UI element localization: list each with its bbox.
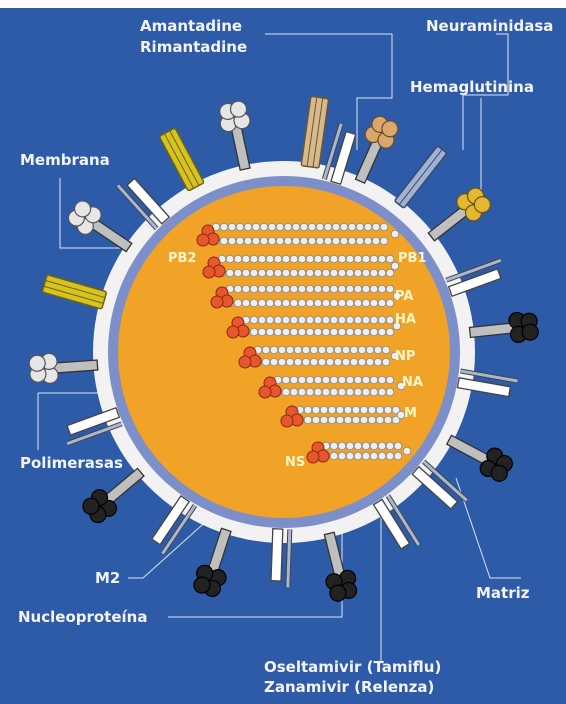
label-zanamivir: Zanamivir (Relenza) xyxy=(264,678,434,696)
label-m2: M2 xyxy=(95,569,120,587)
segment-label-pb1: PB1 xyxy=(398,251,426,266)
label-nucleoproteina: Nucleoproteína xyxy=(18,608,147,626)
label-polimerasas: Polimerasas xyxy=(20,454,123,472)
label-oseltamivir: Oseltamivir (Tamiflu) xyxy=(264,658,441,676)
label-membrana: Membrana xyxy=(20,151,110,169)
label-matriz: Matriz xyxy=(476,584,530,602)
segment-label-na: NA xyxy=(402,375,423,390)
segment-label-ns: NS xyxy=(285,455,305,470)
segment-label-np: NP xyxy=(395,349,415,364)
segment-label-ha: HA xyxy=(395,312,416,327)
segment-label-pb2: PB2 xyxy=(168,251,196,266)
segment-label-pa: PA xyxy=(395,289,413,304)
label-hemaglutinina: Hemaglutinina xyxy=(410,78,534,96)
label-rimantadine: Rimantadine xyxy=(140,38,247,56)
label-amantadine: Amantadine xyxy=(140,17,242,35)
top-edge xyxy=(0,0,566,8)
segment-label-m: M xyxy=(404,406,417,421)
label-neuraminidasa: Neuraminidasa xyxy=(426,17,553,35)
